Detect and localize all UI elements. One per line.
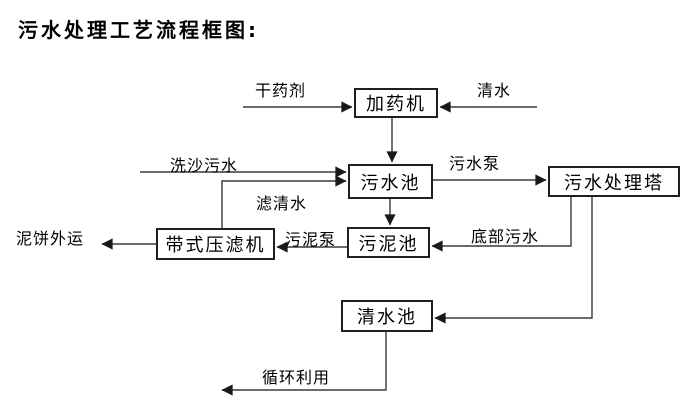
node-clean-water-pool-label: 清水池 xyxy=(357,307,417,328)
arrow-bottom-sewage-tower-to-sludge-pool xyxy=(431,197,572,252)
label-mud-cake-out: 泥饼外运 xyxy=(16,229,85,248)
node-treatment-tower: 污水处理塔 xyxy=(548,166,680,197)
label-clean-water: 清水 xyxy=(477,81,512,100)
node-sludge-pool-label: 污泥池 xyxy=(358,233,419,255)
node-belt-filter-press: 带式压滤机 xyxy=(156,228,275,260)
label-filtered-water: 滤清水 xyxy=(256,194,308,213)
label-sludge-pump: 污泥泵 xyxy=(285,230,337,249)
arrow-tower-to-clean-water-pool xyxy=(434,197,593,324)
label-sewage-pump: 污水泵 xyxy=(449,154,501,173)
node-clean-water-pool: 清水池 xyxy=(341,300,433,332)
label-sand-washing-sewage: 洗沙污水 xyxy=(170,156,239,175)
node-dosing-machine-label: 加药机 xyxy=(366,94,426,115)
node-treatment-tower-label: 污水处理塔 xyxy=(564,172,664,194)
diagram-title: 污水处理工艺流程框图: xyxy=(18,18,259,42)
node-belt-filter-press-label: 带式压滤机 xyxy=(165,235,266,256)
node-sewage-pool-label: 污水池 xyxy=(360,172,421,194)
arrow-clean-water-pool-recycle xyxy=(221,332,387,396)
node-dosing-machine: 加药机 xyxy=(354,88,438,118)
node-sludge-pool: 污泥池 xyxy=(347,227,430,258)
label-bottom-sewage: 底部污水 xyxy=(471,227,540,246)
label-recycle: 循环利用 xyxy=(262,368,331,387)
label-dry-agent: 干药剂 xyxy=(255,81,307,100)
node-sewage-pool: 污水池 xyxy=(348,164,433,199)
arrow-filtered-water-beltpress-to-sewage-pool xyxy=(221,175,347,228)
